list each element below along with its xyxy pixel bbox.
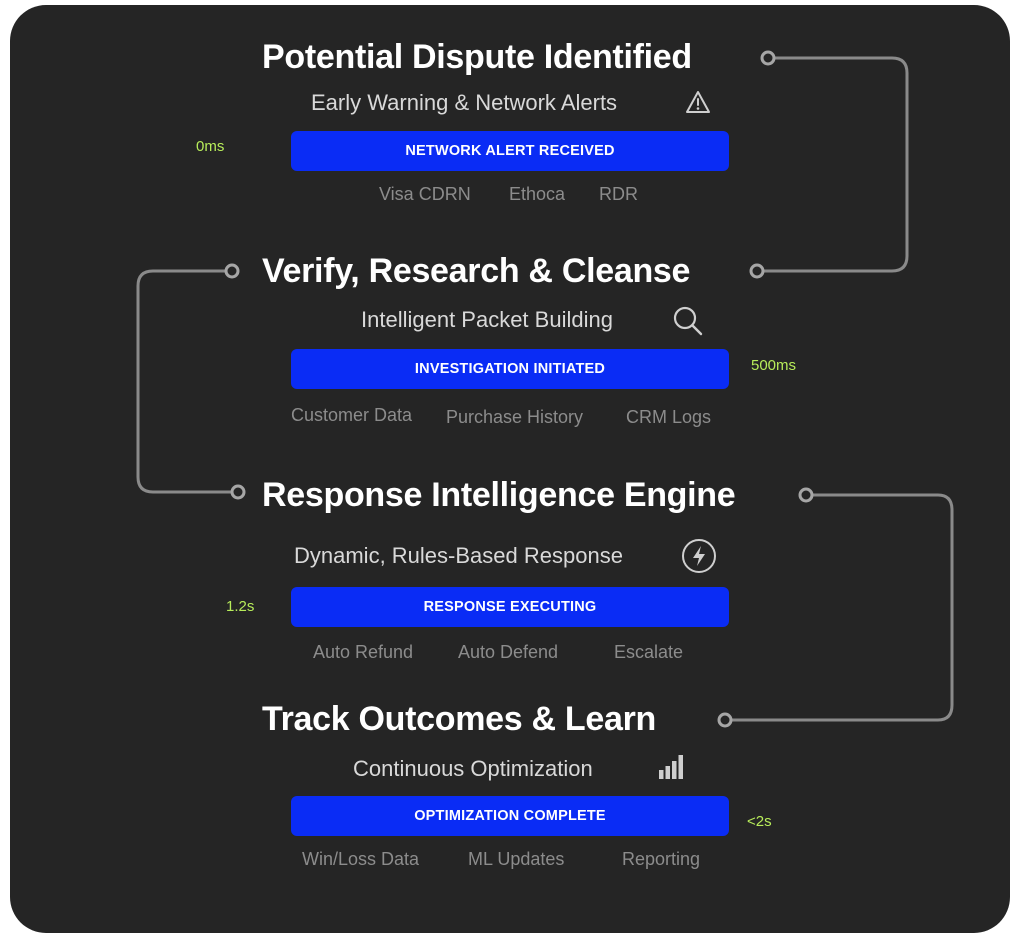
step-1-subtitle: Early Warning & Network Alerts [311, 90, 618, 115]
step-2-title: Verify, Research & Cleanse [262, 252, 691, 290]
step-4-tag: Reporting [622, 849, 701, 869]
step-4-subtitle: Continuous Optimization [353, 756, 593, 781]
lightning-icon [682, 539, 716, 573]
step-4-status-bar: OPTIMIZATION COMPLETE [291, 796, 729, 836]
step-3-tag: Escalate [614, 642, 684, 662]
step-1-timing: 0ms [196, 138, 225, 155]
step-2-tag: Purchase History [446, 407, 584, 427]
step-3-subtitle: Dynamic, Rules-Based Response [294, 543, 623, 568]
step-4-timing: <2s [747, 813, 772, 830]
step-2-tag: Customer Data [291, 405, 413, 425]
step-3-tag: Auto Refund [313, 642, 414, 662]
step-1-status-bar: NETWORK ALERT RECEIVED [291, 131, 729, 171]
step-2-subtitle: Intelligent Packet Building [361, 307, 613, 332]
step-4-tag: ML Updates [468, 849, 565, 869]
step-2-status-bar: INVESTIGATION INITIATED [291, 349, 729, 389]
warning-icon [686, 91, 710, 113]
step-2-tag: CRM Logs [626, 407, 712, 427]
bar-chart-icon [659, 755, 683, 779]
step-1-tag: Ethoca [509, 184, 566, 204]
step-1-title: Potential Dispute Identified [262, 38, 692, 76]
step-3-timing: 1.2s [226, 598, 255, 615]
step-4-tag: Win/Loss Data [302, 849, 420, 869]
step-3-tag: Auto Defend [458, 642, 559, 662]
step-3-status-bar: RESPONSE EXECUTING [291, 587, 729, 627]
step-3-title: Response Intelligence Engine [262, 476, 736, 514]
step-2-timing: 500ms [751, 357, 797, 374]
search-icon [673, 306, 703, 336]
step-1-tag: Visa CDRN [379, 184, 471, 204]
step-1-tag: RDR [599, 184, 638, 204]
step-4-title: Track Outcomes & Learn [262, 700, 656, 738]
